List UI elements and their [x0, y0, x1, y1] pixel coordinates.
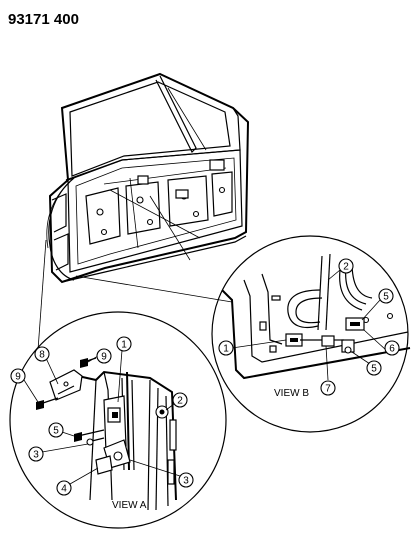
callout-9-top: 9: [101, 352, 107, 363]
callout-3-right: 3: [183, 476, 189, 487]
callout-4: 4: [61, 484, 67, 495]
callout-b-5-top: 5: [383, 292, 389, 303]
callout-5: 5: [53, 426, 59, 437]
view-b-label: VIEW B: [274, 388, 309, 399]
callout-b-2: 2: [343, 262, 349, 273]
callout-3-left: 3: [33, 450, 39, 461]
callout-9-left: 9: [15, 372, 21, 383]
leader-view-b: [75, 275, 233, 303]
diagram-number: 93171 400: [8, 11, 79, 28]
callout-b-1: 1: [223, 344, 229, 355]
view-b-circle: [211, 235, 409, 433]
callout-8: 8: [39, 350, 45, 361]
callout-2: 2: [177, 396, 183, 407]
callout-b-6: 6: [389, 344, 395, 355]
view-a-detail: 8 9 9 1 2 5 3 4 3 VIEW A: [9, 311, 227, 529]
door-illustration: [46, 72, 250, 284]
view-a-circle: [9, 311, 227, 529]
view-a-label: VIEW A: [112, 500, 147, 511]
callout-b-5-bottom: 5: [371, 364, 377, 375]
callout-b-7: 7: [325, 384, 331, 395]
view-b-detail: 2 5 6 1 7 5 VIEW B: [211, 235, 411, 433]
leader-view-a: [37, 239, 47, 351]
callout-1: 1: [121, 340, 127, 351]
